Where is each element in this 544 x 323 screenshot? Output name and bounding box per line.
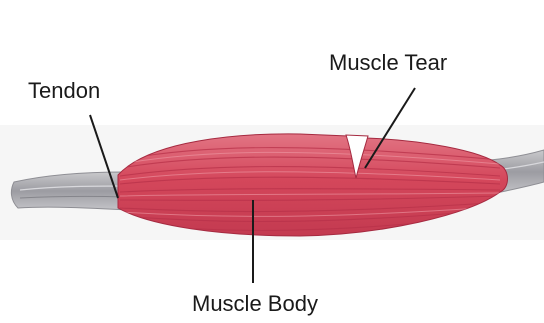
muscle-tear-label: Muscle Tear — [329, 52, 447, 74]
tendon-label: Tendon — [28, 80, 100, 102]
muscle-body-label: Muscle Body — [192, 293, 318, 315]
